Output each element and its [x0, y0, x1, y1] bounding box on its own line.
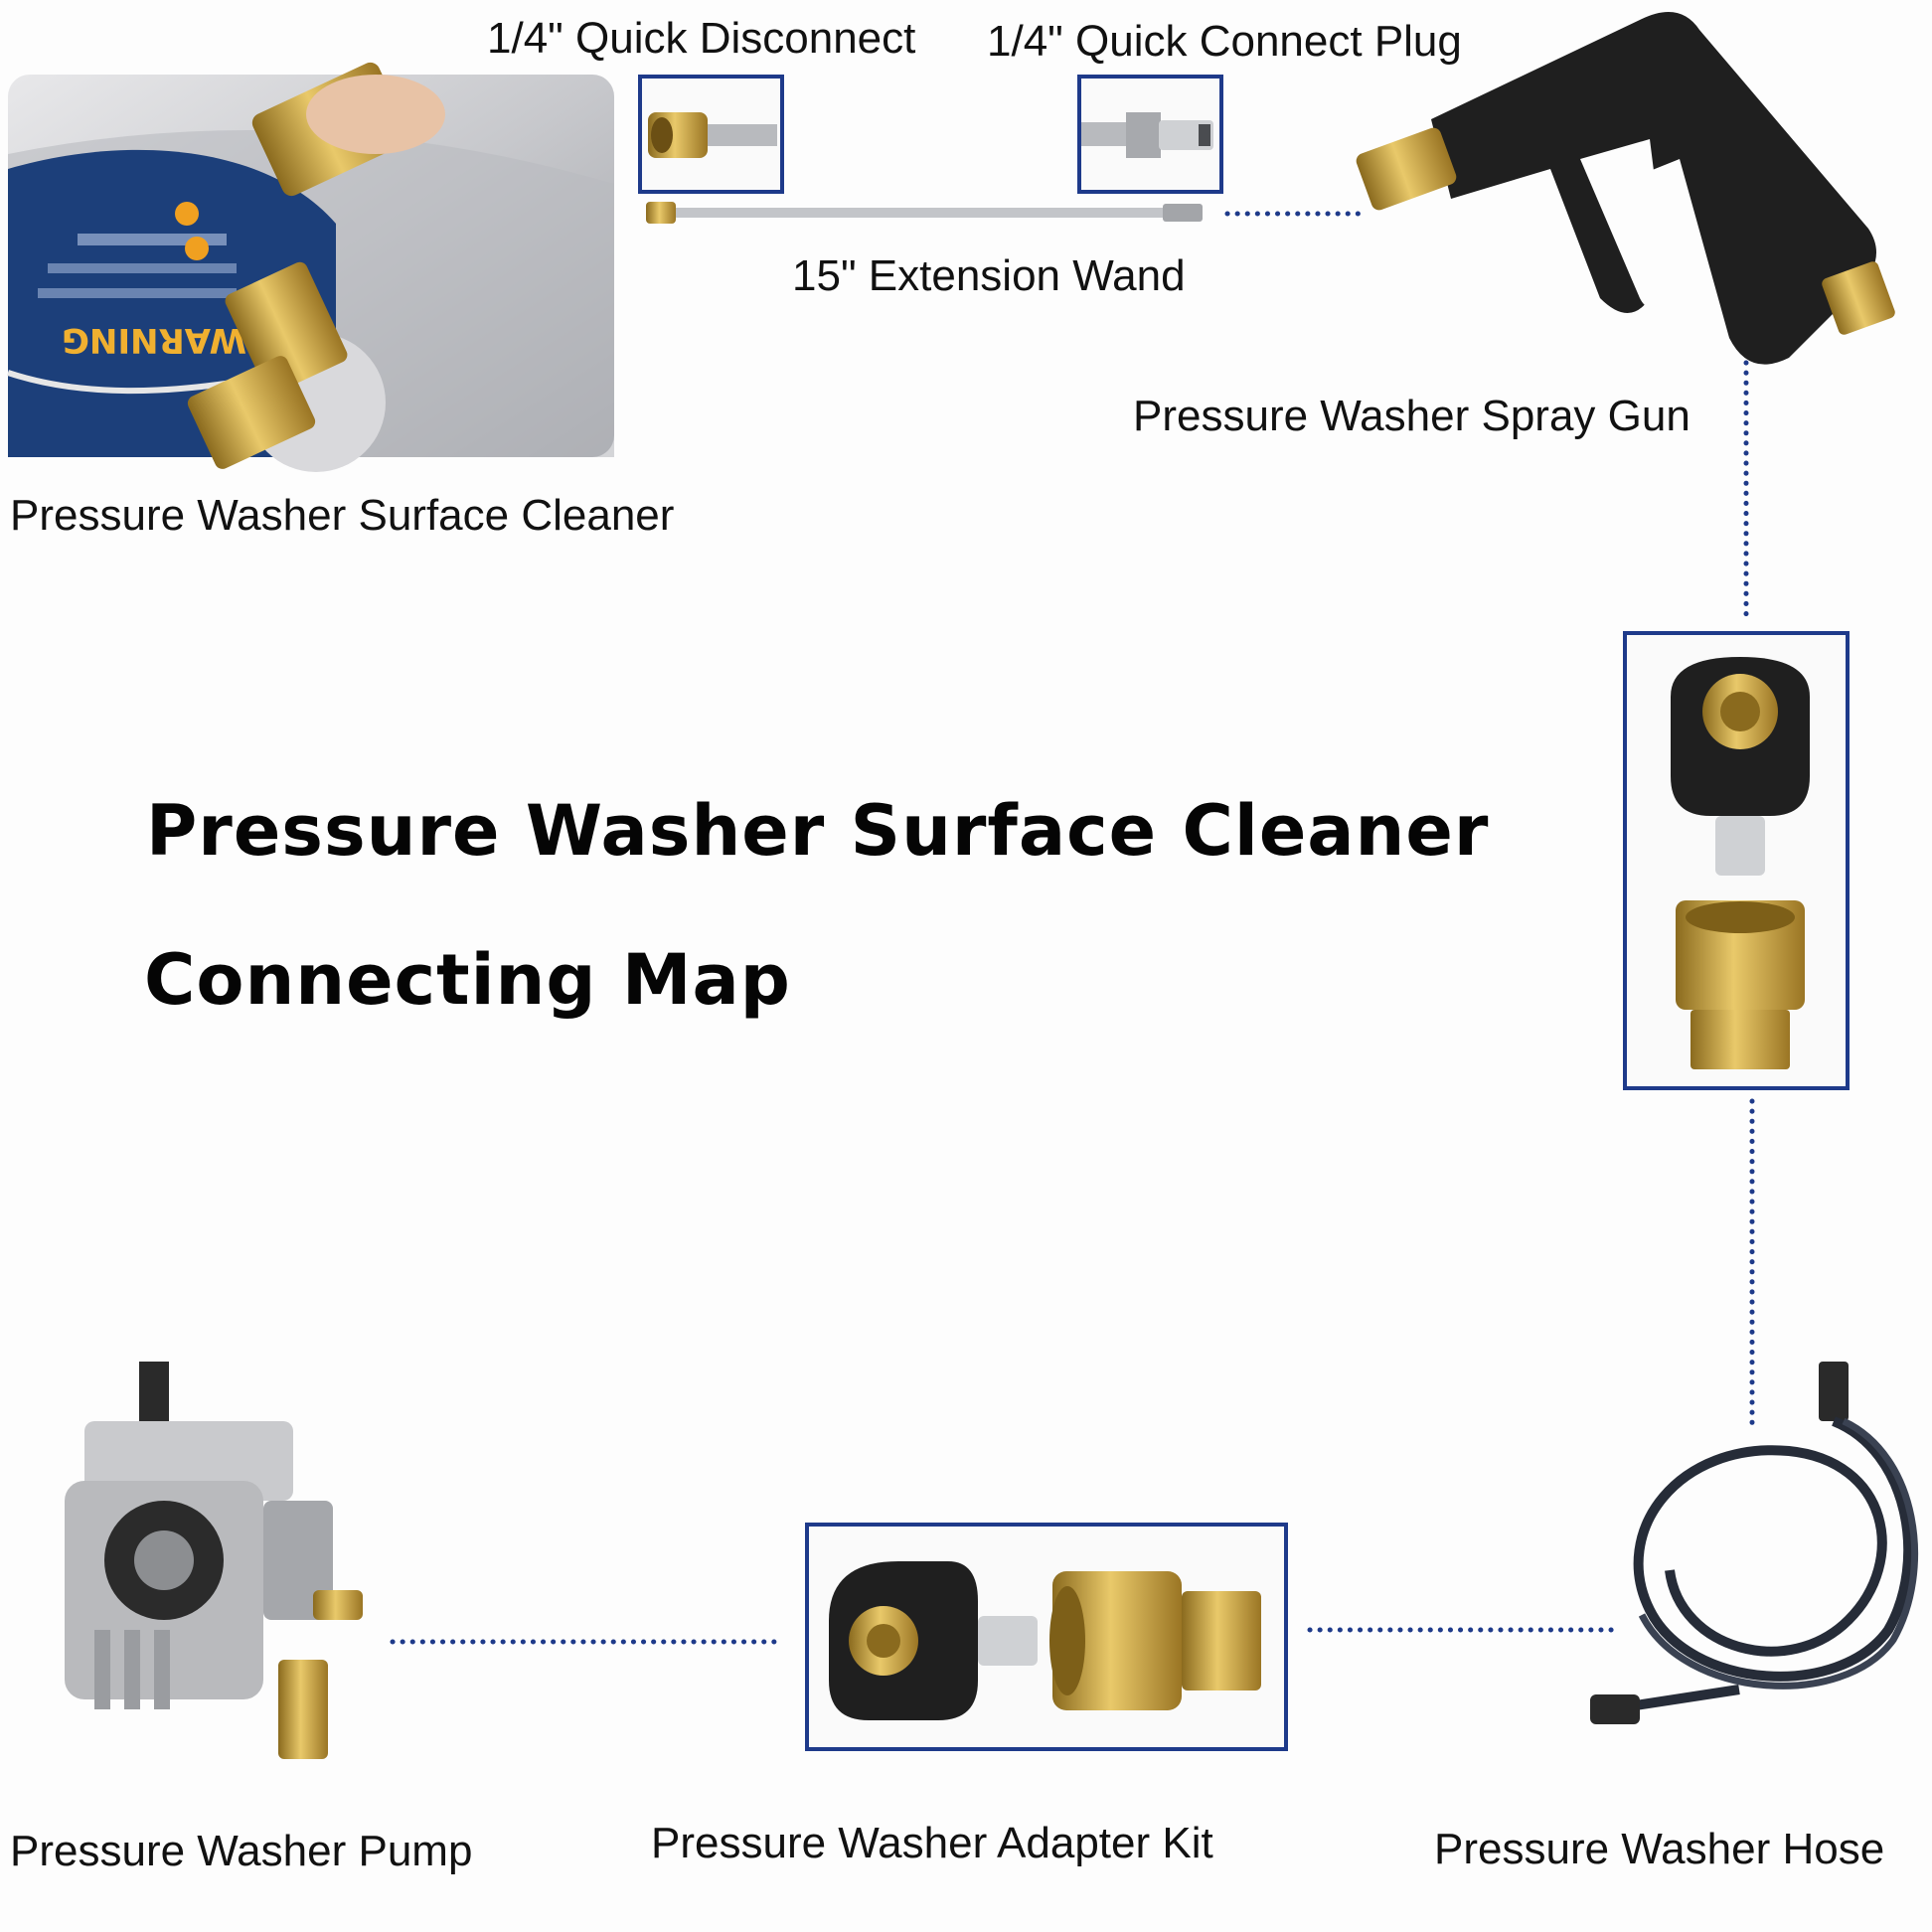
adapter-pair-photo	[1671, 657, 1810, 1069]
pump-photo	[65, 1362, 363, 1759]
hose-label: Pressure Washer Hose	[1434, 1825, 1885, 1873]
adapter-pair-box	[1623, 631, 1850, 1090]
extension-wand-label: 15" Extension Wand	[792, 251, 1186, 300]
quick-disconnect-photo	[648, 112, 777, 158]
adapter-kit-label: Pressure Washer Adapter Kit	[651, 1819, 1213, 1867]
quick-connect-plug-label: 1/4" Quick Connect Plug	[987, 17, 1462, 66]
quick-connect-plug-photo	[1081, 112, 1213, 158]
title-line-2: Connecting Map	[144, 939, 791, 1021]
quick-disconnect-box	[638, 75, 784, 194]
surface-cleaner-label: Pressure Washer Surface Cleaner	[10, 491, 675, 540]
hose-photo	[1590, 1362, 1919, 1724]
surface-cleaner-photo: WARNING	[7, 62, 614, 472]
extension-wand-photo	[646, 202, 1203, 224]
pump-label: Pressure Washer Pump	[10, 1827, 473, 1875]
adapter-kit-photo	[829, 1561, 1261, 1720]
quick-connect-plug-box	[1077, 75, 1223, 194]
quick-disconnect-label: 1/4" Quick Disconnect	[487, 14, 916, 63]
spray-gun-label: Pressure Washer Spray Gun	[1133, 392, 1690, 440]
title-line-1: Pressure Washer Surface Cleaner	[146, 790, 1490, 872]
warning-label: WARNING	[62, 320, 246, 360]
adapter-kit-box	[805, 1523, 1288, 1751]
spray-gun-photo	[1356, 12, 1895, 365]
